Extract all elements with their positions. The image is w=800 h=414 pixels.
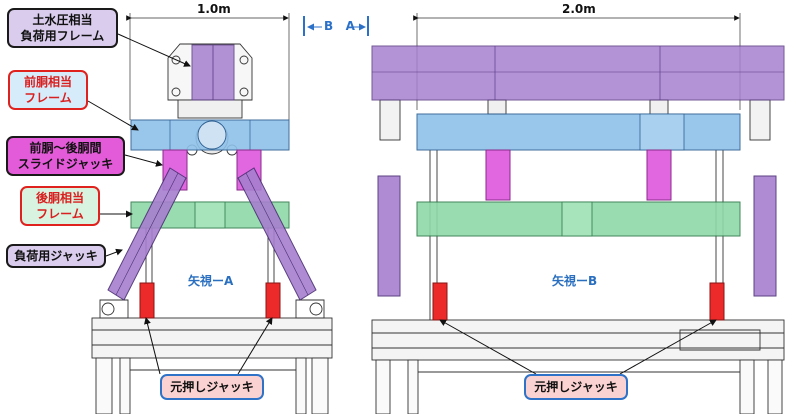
leader-lines (87, 33, 717, 375)
push-jack-a-right (265, 282, 281, 319)
push-jack-a-left (139, 282, 155, 319)
slide-jack-b-left (485, 149, 511, 201)
dimension-2m: 2.0m (562, 2, 596, 16)
push-jack-label-b: 元押しジャッキ (524, 374, 628, 400)
section-marker-b-a: B A (324, 19, 355, 33)
front-frame-b (416, 113, 741, 151)
dimension-1m: 1.0m (197, 2, 231, 16)
view-b-caption: 矢視ーB (552, 274, 598, 288)
push-jack-b-right (709, 282, 725, 321)
load-jack-a-left (107, 167, 187, 301)
push-jack-b-left (432, 282, 448, 321)
load-jack-b-right (753, 175, 777, 297)
view-b-drawing (371, 13, 785, 414)
slide-jack-b-right (646, 149, 672, 201)
load-jack-b-left (377, 175, 401, 297)
push-jack-label-a: 元押しジャッキ (160, 374, 264, 400)
view-a-caption: 矢視ーA (188, 274, 234, 288)
soil-pressure-load-frame-label: 土水圧相当 負荷用フレーム (7, 8, 118, 48)
front-body-frame-label: 前胴相当 フレーム (8, 70, 88, 110)
load-frame-top-b (371, 45, 785, 101)
load-jack-a-right (237, 167, 317, 301)
slide-jack-label: 前胴～後胴間 スライドジャッキ (6, 136, 125, 176)
load-jack-label: 負荷用ジャッキ (6, 244, 106, 268)
rear-body-frame-label: 後胴相当 フレーム (20, 186, 100, 226)
